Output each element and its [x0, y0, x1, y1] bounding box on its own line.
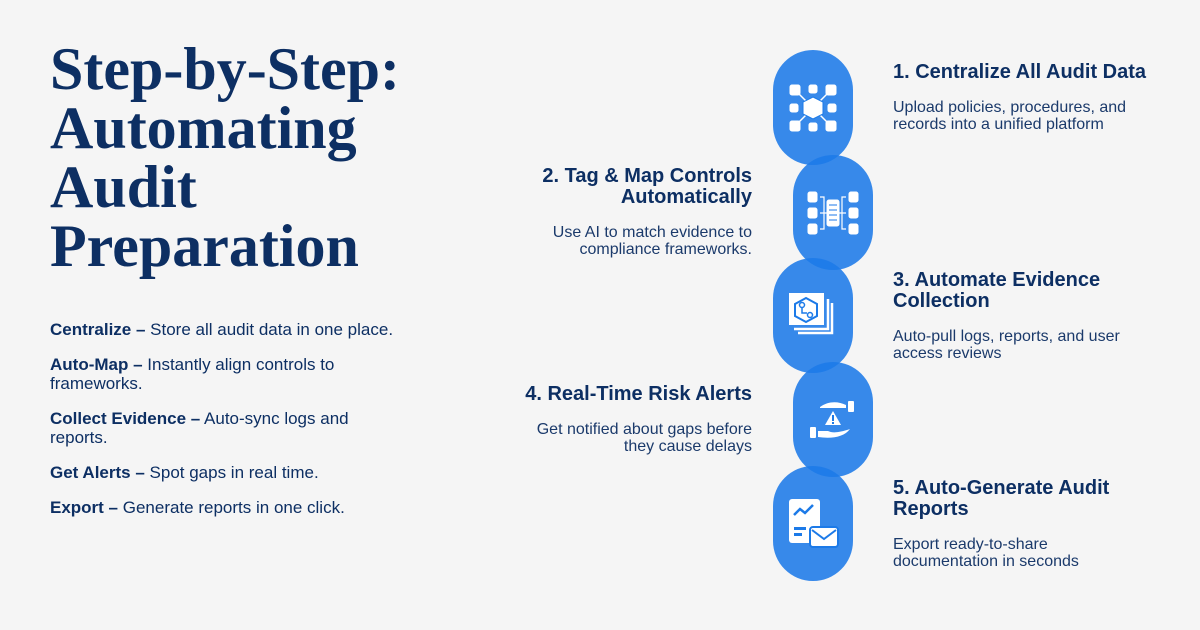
step-3: 3. Automate Evidence Collection Auto-pul…: [893, 269, 1143, 363]
report-email-icon: [789, 498, 839, 548]
summary-term: Export –: [50, 498, 119, 517]
risk-alert-icon: [810, 400, 854, 438]
summary-list: Centralize – Store all audit data in one…: [50, 320, 450, 533]
step-1-badge: [773, 50, 853, 165]
step-title: 3. Automate Evidence Collection: [893, 269, 1101, 312]
title-line: Automating: [50, 95, 357, 161]
step-description: Get notified about gaps before they caus…: [536, 421, 752, 455]
step-title: 1. Centralize All Audit Data: [893, 61, 1147, 83]
summary-term: Auto-Map –: [50, 355, 143, 374]
summary-item: Get Alerts – Spot gaps in real time.: [50, 463, 450, 482]
title-line: Step-by-Step:: [50, 36, 401, 102]
summary-item: Centralize – Store all audit data in one…: [50, 320, 450, 339]
step-5-badge: [773, 466, 853, 581]
step-title: 5. Auto-Generate Audit Reports: [893, 477, 1110, 520]
title-line: Audit: [50, 154, 197, 220]
summary-item: Export – Generate reports in one click.: [50, 498, 450, 517]
page-title: Step-by-Step: Automating Audit Preparati…: [50, 36, 470, 279]
step-4-badge: [793, 362, 873, 477]
summary-text: Store all audit data in one place.: [145, 320, 394, 339]
step-description: Auto-pull logs, reports, and user access…: [893, 328, 1120, 362]
summary-term: Centralize –: [50, 320, 146, 339]
summary-term: Collect Evidence –: [50, 409, 201, 428]
summary-text: Generate reports in one click.: [118, 498, 345, 517]
step-description: Export ready-to-share documentation in s…: [893, 536, 1079, 570]
step-5: 5. Auto-Generate Audit Reports Export re…: [893, 477, 1153, 571]
summary-text: Spot gaps in real time.: [144, 463, 319, 482]
step-4: 4. Real-Time Risk Alerts Get notified ab…: [492, 383, 752, 456]
summary-text: Instantly align controls to frameworks.: [50, 355, 335, 393]
mapping-icon: [807, 191, 859, 234]
step-2-badge: [793, 155, 873, 270]
summary-term: Get Alerts –: [50, 463, 145, 482]
step-2: 2. Tag & Map Controls Automatically Use …: [512, 165, 752, 259]
step-description: Upload policies, procedures, and records…: [893, 99, 1127, 133]
data-hub-icon: [789, 84, 837, 131]
step-description: Use AI to match evidence to compliance f…: [552, 224, 752, 258]
summary-item: Collect Evidence – Auto-sync logs and re…: [50, 409, 395, 447]
title-line: Preparation: [50, 213, 359, 279]
summary-text: Auto-sync logs and reports.: [50, 409, 349, 447]
summary-item: Auto-Map – Instantly align controls to f…: [50, 355, 390, 393]
stacked-documents-icon: [789, 292, 834, 334]
step-3-badge: [773, 258, 853, 373]
step-title: 4. Real-Time Risk Alerts: [525, 383, 752, 405]
step-1: 1. Centralize All Audit Data Upload poli…: [893, 61, 1158, 134]
step-title: 2. Tag & Map Controls Automatically: [542, 165, 752, 208]
